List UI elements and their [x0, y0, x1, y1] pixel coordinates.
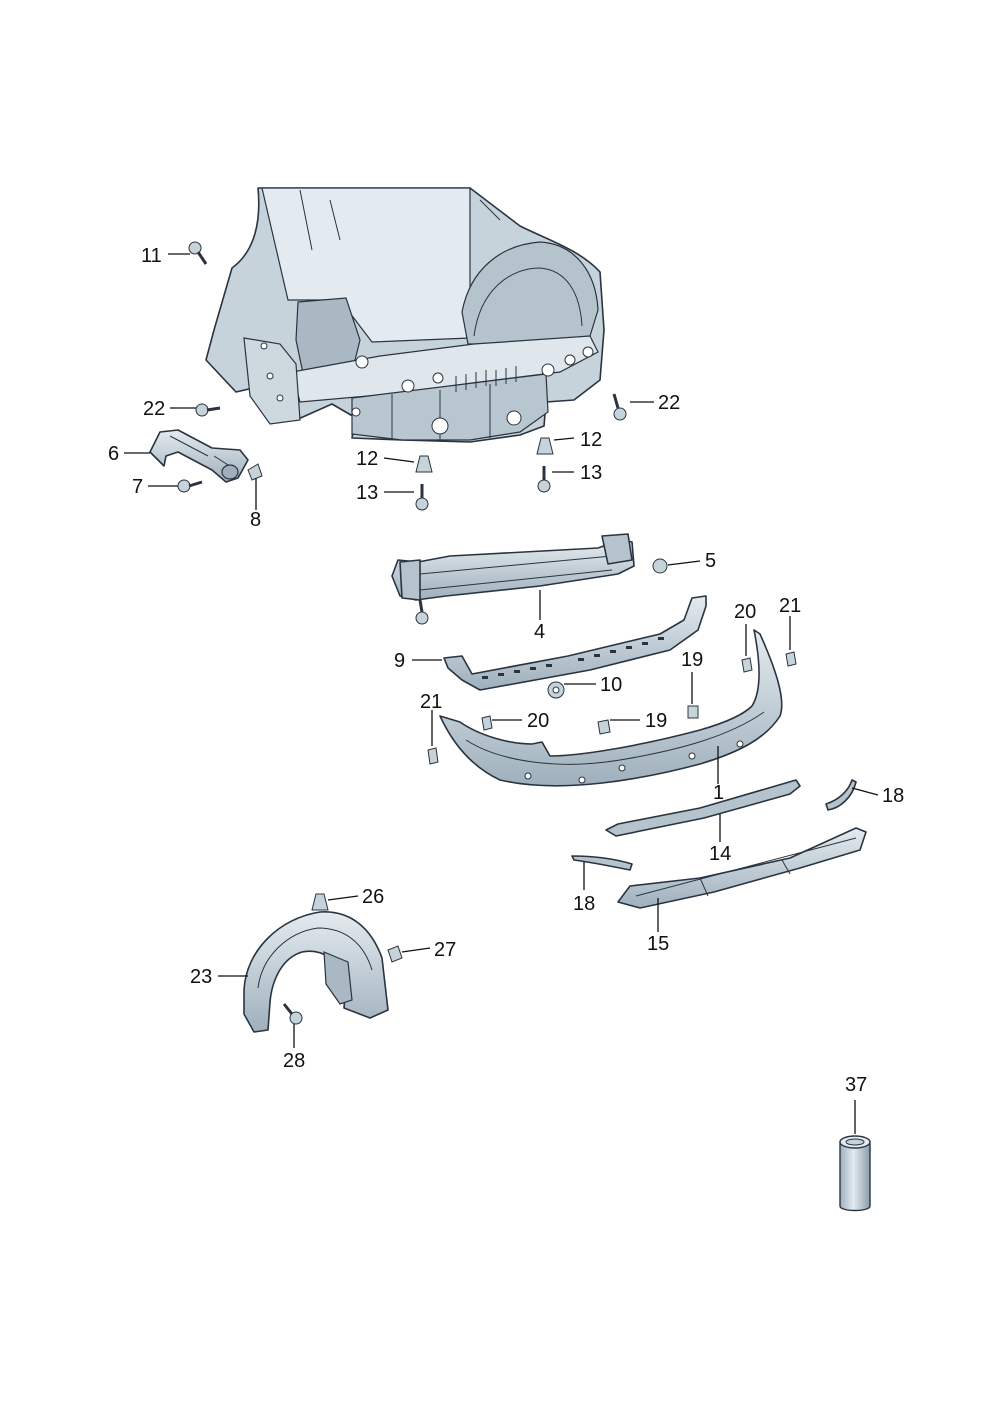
clip-21-lower	[427, 747, 439, 765]
callout-26: 26	[362, 886, 384, 908]
screw-13-left	[415, 484, 429, 511]
nut-26	[311, 893, 329, 911]
callout-5: 5	[705, 550, 716, 572]
callout-20-upper: 20	[734, 601, 756, 623]
clip-19-lower	[597, 719, 611, 735]
callout-9: 9	[394, 650, 405, 672]
callout-18-left: 18	[573, 893, 595, 915]
callout-13-left: 13	[356, 482, 378, 504]
callout-18-right: 18	[882, 785, 904, 807]
callout-14: 14	[709, 843, 731, 865]
callout-13-right: 13	[580, 462, 602, 484]
callout-21-upper: 21	[779, 595, 801, 617]
nut-10	[547, 681, 565, 699]
callout-7: 7	[132, 476, 143, 498]
nut-12-right	[536, 437, 554, 455]
screw-13-right	[537, 466, 551, 493]
clip-21-upper	[785, 651, 797, 667]
part-14-trim-strip	[605, 779, 801, 837]
callout-19-upper: 19	[681, 649, 703, 671]
part-18-molding-right	[825, 779, 857, 811]
callout-8: 8	[250, 509, 261, 531]
screw-28	[282, 1003, 303, 1025]
clip-8	[247, 463, 263, 481]
callout-19-lower: 19	[645, 710, 667, 732]
part-9-guide-bracket	[443, 595, 707, 691]
callout-15: 15	[647, 933, 669, 955]
screw-22-left	[195, 403, 221, 417]
screw-11	[188, 241, 208, 265]
callout-1: 1	[713, 782, 724, 804]
callout-10: 10	[600, 674, 622, 696]
callout-28: 28	[283, 1050, 305, 1072]
part-15-diffuser	[617, 827, 867, 909]
clip-20-upper	[741, 657, 753, 673]
callout-12-right: 12	[580, 429, 602, 451]
callout-27: 27	[434, 939, 456, 961]
part-6-bracket	[149, 429, 249, 483]
callout-22-left: 22	[143, 398, 165, 420]
nut-12-left	[415, 455, 433, 473]
bolt-beam-lower	[415, 599, 429, 625]
clip-27	[387, 945, 403, 963]
callout-21-lower: 21	[420, 691, 442, 713]
callout-4: 4	[534, 621, 545, 643]
clip-19-upper	[687, 705, 699, 719]
callout-20-lower: 20	[527, 710, 549, 732]
part-37-touch-up-can	[839, 1135, 871, 1212]
rear-body-shell	[205, 187, 605, 443]
bolt-5	[652, 558, 668, 574]
part-18-molding-left	[571, 855, 633, 871]
part-23-wheel-housing-liner	[243, 911, 389, 1033]
screw-7	[177, 479, 203, 493]
callout-23: 23	[190, 966, 212, 988]
callout-12-left: 12	[356, 448, 378, 470]
leader-lines	[124, 253, 879, 1134]
callout-22-right: 22	[658, 392, 680, 414]
callout-11: 11	[141, 245, 162, 267]
callout-labels: 11 22 22 6 7 8 12 12 13 13 5 4 9 10 20 2…	[108, 245, 904, 1096]
clip-20-lower	[481, 715, 493, 731]
part-4-impact-beam	[391, 533, 635, 601]
screw-22-right	[612, 393, 627, 421]
callout-6: 6	[108, 443, 119, 465]
part-1-bumper-cover	[439, 629, 783, 787]
callout-37: 37	[845, 1074, 867, 1096]
